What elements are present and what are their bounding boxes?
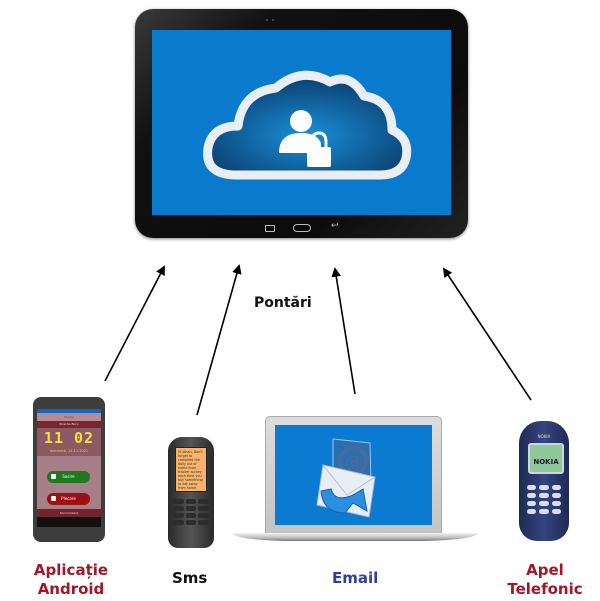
departure-button[interactable]: Plecare (47, 493, 90, 505)
arrow-phone-call (442, 267, 532, 401)
laptop-base (232, 533, 478, 541)
arrow-android (104, 265, 165, 382)
android-phone: Pontaj Enache Boru 11 02 duminică, 14.11… (33, 397, 105, 542)
sync-bar[interactable]: Sincronizare (37, 509, 101, 517)
camera-icon (266, 19, 268, 21)
arrival-button[interactable]: Sosire (47, 471, 90, 483)
app-title: Pontaj (37, 413, 101, 421)
sms-message: Hi Johan, Don't forget to complete the d… (175, 447, 207, 492)
clock: 11 02 (43, 429, 95, 447)
android-app-screen: Pontaj Enache Boru 11 02 duminică, 14.11… (37, 409, 101, 527)
tablet-screen (152, 30, 451, 215)
date: duminică, 14.11.2021 (49, 449, 89, 453)
home-button (293, 224, 311, 232)
svg-text:@: @ (345, 452, 363, 473)
cloud-user-lock-icon (203, 70, 412, 180)
android-nav-bar (37, 517, 101, 527)
center-label: Pontări (254, 295, 312, 311)
back-icon: ↩ (331, 221, 339, 231)
user-name: Enache Boru (37, 421, 101, 428)
arrow-email (331, 267, 356, 395)
arrow-sms (196, 264, 242, 416)
nokia-brand: NOKIA (537, 434, 551, 439)
login-icon (51, 474, 56, 479)
logout-icon (51, 496, 56, 501)
label-email: Email (332, 569, 379, 587)
keypad (173, 499, 209, 525)
laptop: @ (265, 416, 442, 534)
nokia-screen: NOKIA (528, 443, 564, 474)
status-bar (37, 409, 101, 413)
label-sms: Sms (172, 569, 208, 587)
keypad (527, 485, 561, 514)
tablet: ↩ (135, 9, 468, 238)
mobile-phone: Hi Johan, Don't forget to complete the d… (168, 437, 214, 548)
recent-apps-button (265, 225, 275, 232)
laptop-screen: @ (275, 425, 432, 525)
nokia-phone: NOKIA NOKIA (519, 421, 569, 541)
clock-panel: 11 02 duminică, 14.11.2021 (37, 428, 101, 456)
email-envelope-icon: @ (316, 438, 376, 518)
